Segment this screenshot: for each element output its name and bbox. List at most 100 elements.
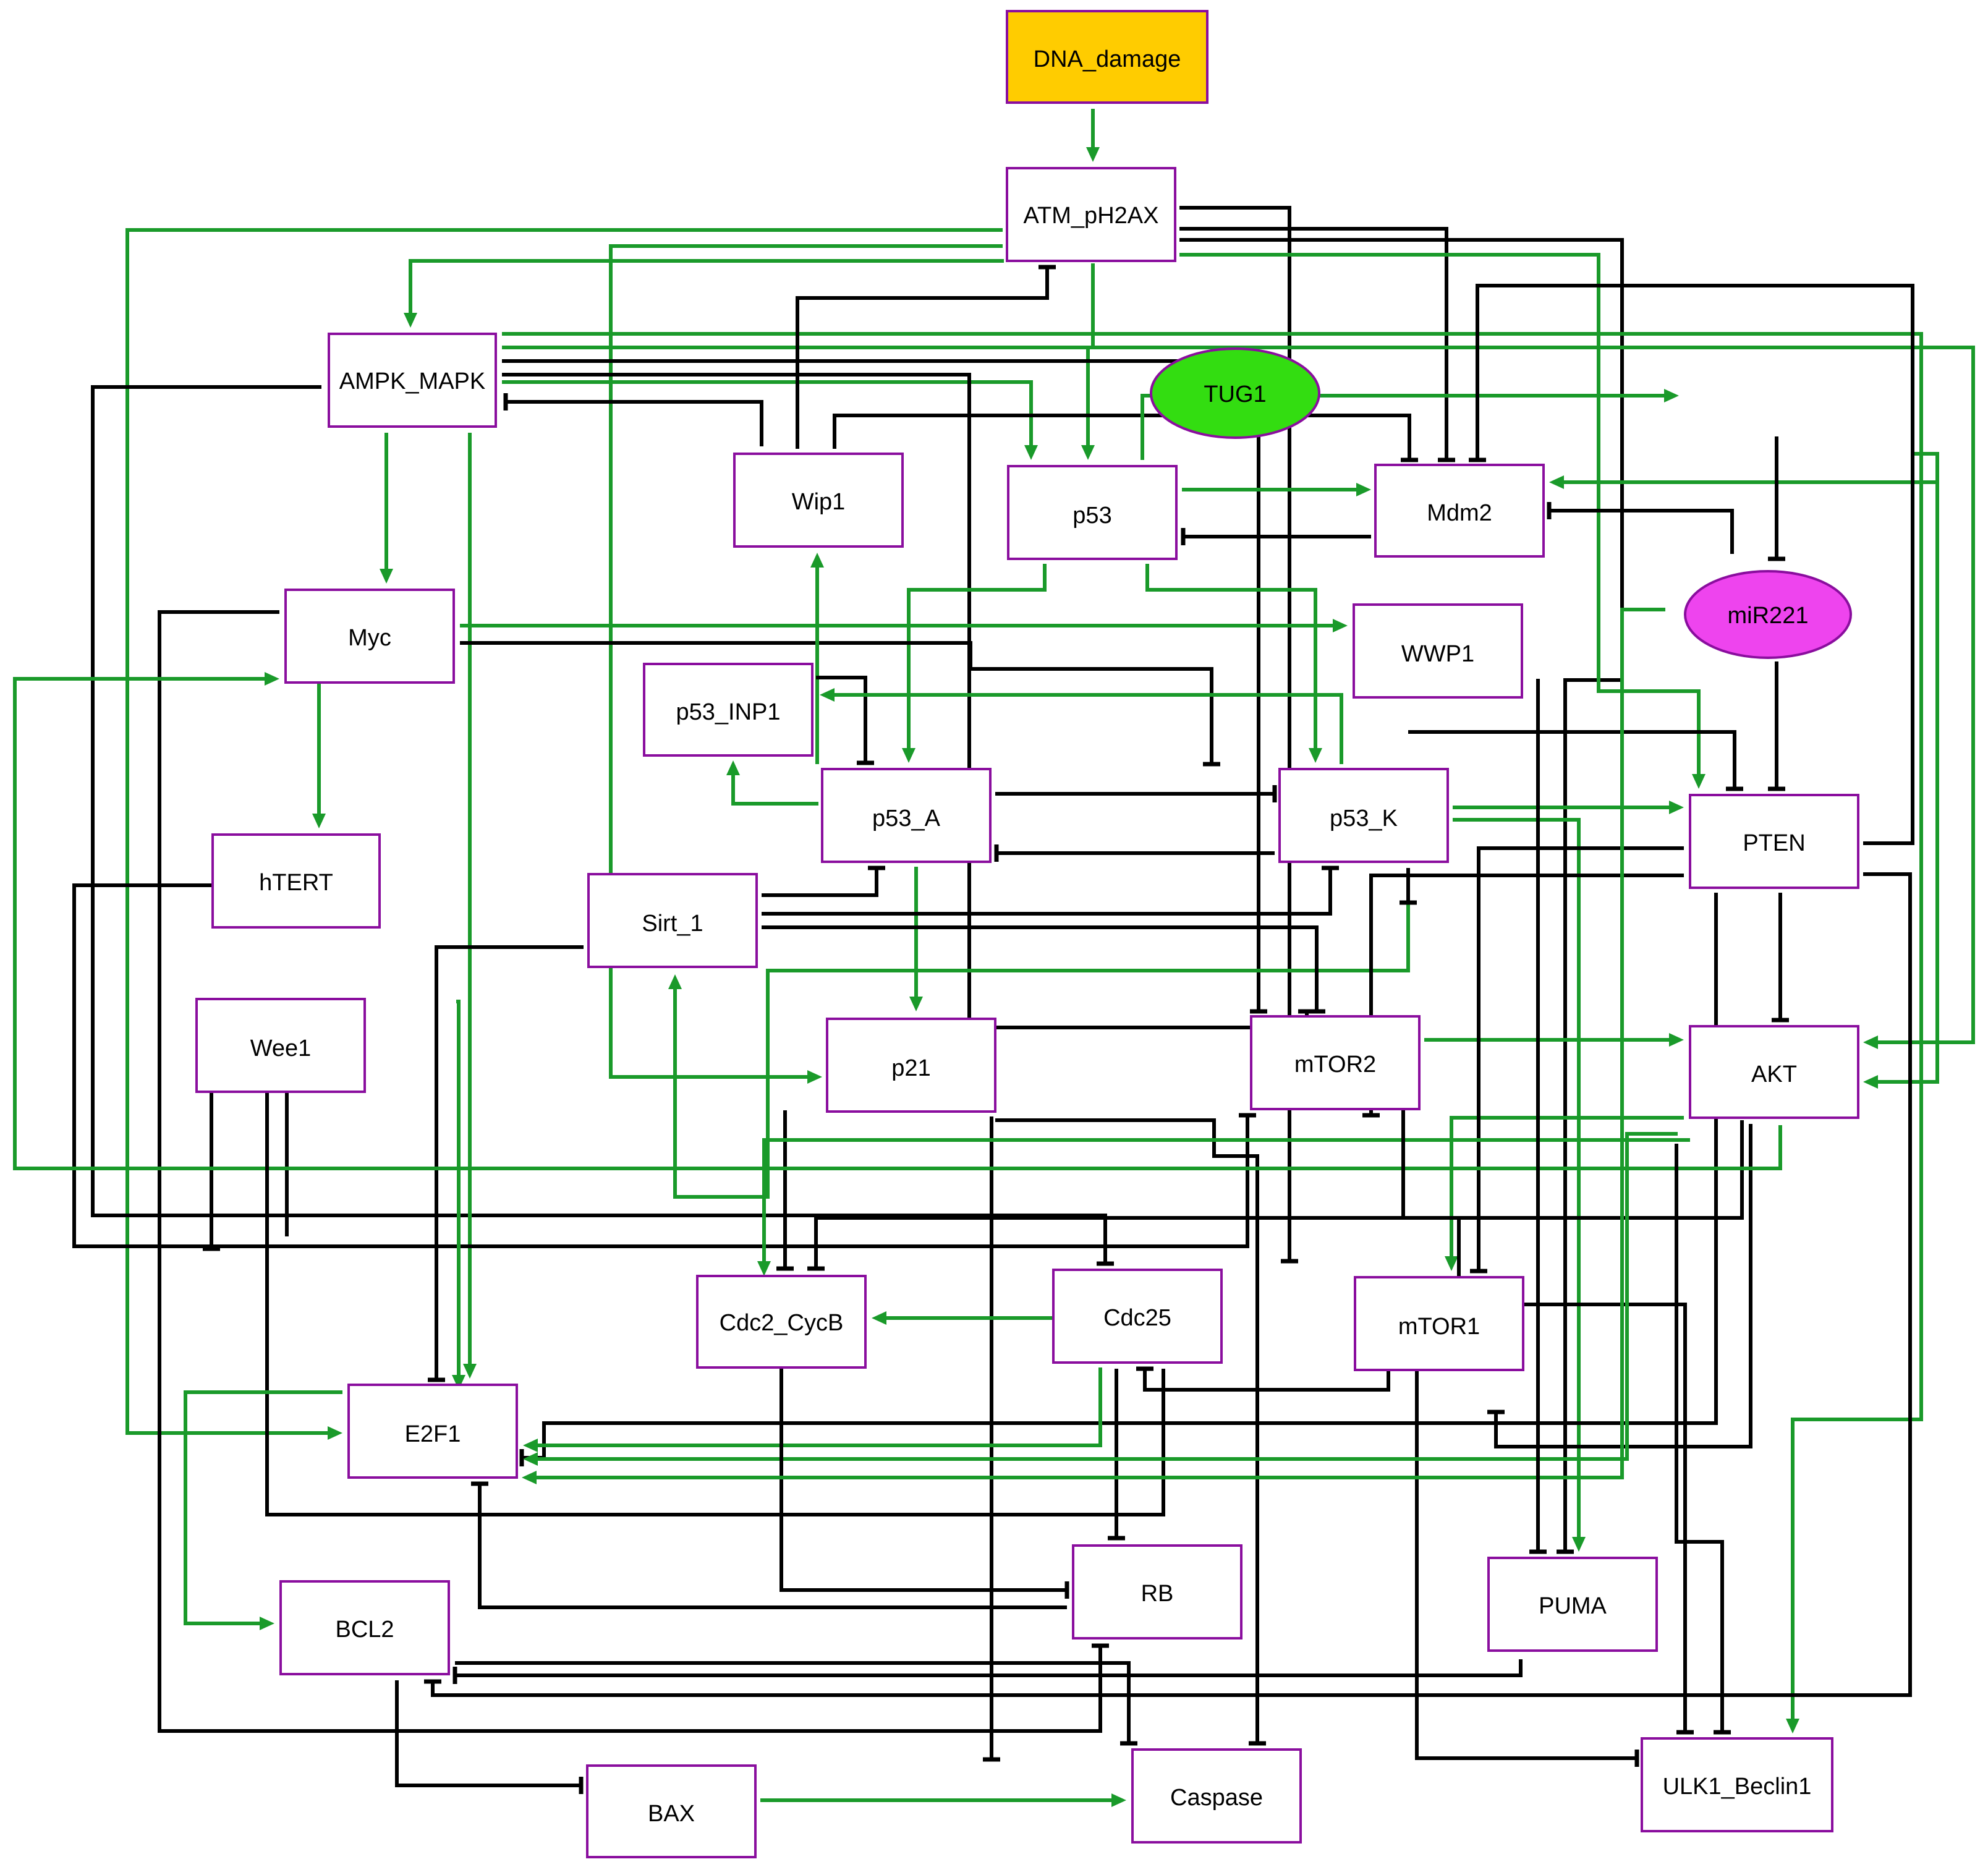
activation-edge bbox=[456, 1000, 461, 1379]
activation-edge bbox=[1874, 452, 1939, 1084]
arrowhead bbox=[909, 997, 923, 1011]
node-label: Caspase bbox=[1170, 1785, 1263, 1811]
arrowhead bbox=[463, 1364, 477, 1379]
node-e2f1[interactable]: E2F1 bbox=[347, 1384, 518, 1479]
activation-edge bbox=[534, 1132, 1678, 1461]
arrowhead bbox=[757, 1261, 771, 1276]
activation-edge bbox=[673, 868, 1410, 1199]
node-label: Myc bbox=[348, 625, 391, 651]
activation-edge bbox=[409, 259, 1004, 317]
activation-edge bbox=[125, 228, 1003, 1435]
inhibition-edge bbox=[779, 1367, 1067, 1592]
inhibition-edge bbox=[478, 1484, 1067, 1609]
node-akt[interactable]: AKT bbox=[1689, 1025, 1859, 1119]
arrowhead bbox=[312, 814, 326, 828]
node-dna-damage[interactable]: DNA_damage bbox=[1006, 10, 1209, 104]
inhibition-edge bbox=[395, 1680, 581, 1787]
node-p53inp1[interactable]: p53_INP1 bbox=[643, 663, 813, 757]
node-p53a[interactable]: p53_A bbox=[821, 768, 992, 863]
arrowhead bbox=[807, 1070, 822, 1084]
arrowhead bbox=[452, 1375, 465, 1390]
node-mir221[interactable]: miR221 bbox=[1684, 570, 1852, 659]
node-wwp1[interactable]: WWP1 bbox=[1353, 603, 1523, 699]
inhibition-edge bbox=[455, 1661, 1131, 1743]
arrowhead bbox=[1333, 619, 1348, 632]
node-label: Wee1 bbox=[250, 1036, 312, 1061]
node-cdc25[interactable]: Cdc25 bbox=[1052, 1269, 1223, 1364]
activation-edge bbox=[1145, 564, 1317, 752]
inhibition-edge bbox=[762, 925, 1319, 1011]
arrowhead bbox=[1549, 475, 1564, 489]
node-label: DNA_damage bbox=[1034, 46, 1181, 72]
inhibition-edge bbox=[460, 641, 1213, 764]
node-mdm2[interactable]: Mdm2 bbox=[1374, 464, 1545, 558]
node-puma[interactable]: PUMA bbox=[1487, 1557, 1658, 1652]
inhibition-edge bbox=[1408, 730, 1736, 789]
inhibition-edge bbox=[1179, 206, 1291, 1261]
node-atm[interactable]: ATM_pH2AX bbox=[1006, 167, 1176, 262]
node-label: AMPK_MAPK bbox=[339, 368, 486, 394]
node-p53[interactable]: p53 bbox=[1007, 465, 1178, 560]
node-label: PTEN bbox=[1743, 830, 1805, 856]
node-label: E2F1 bbox=[405, 1421, 461, 1447]
node-label: WWP1 bbox=[1401, 641, 1474, 667]
arrowhead bbox=[265, 672, 279, 686]
arrowhead bbox=[1863, 1036, 1878, 1049]
arrowhead bbox=[1863, 1075, 1878, 1089]
node-label: p53_K bbox=[1330, 806, 1398, 831]
node-caspase[interactable]: Caspase bbox=[1131, 1748, 1302, 1844]
node-p53k[interactable]: p53_K bbox=[1278, 768, 1449, 863]
edge-layer bbox=[13, 109, 1975, 1807]
inhibition-edge bbox=[1415, 1370, 1637, 1760]
arrowhead bbox=[726, 760, 740, 775]
inhibition-edge bbox=[91, 385, 1107, 1264]
arrowhead bbox=[1081, 445, 1095, 460]
node-label: PUMA bbox=[1539, 1593, 1607, 1619]
node-wip1[interactable]: Wip1 bbox=[733, 453, 904, 548]
activation-edge bbox=[907, 564, 1047, 752]
node-myc[interactable]: Myc bbox=[284, 589, 455, 684]
node-sirt1[interactable]: Sirt_1 bbox=[587, 873, 758, 968]
activation-edge bbox=[534, 1367, 1102, 1447]
arrowhead bbox=[1024, 445, 1038, 460]
arrowhead bbox=[1445, 1256, 1458, 1271]
node-cdc2[interactable]: Cdc2_CycB bbox=[696, 1275, 867, 1369]
arrowhead bbox=[380, 569, 393, 584]
arrowhead bbox=[872, 1311, 886, 1325]
inhibition-edge bbox=[158, 610, 1102, 1733]
arrowhead bbox=[1572, 1537, 1586, 1552]
inhibition-edge bbox=[1477, 846, 1684, 1271]
node-ampk[interactable]: AMPK_MAPK bbox=[328, 333, 497, 428]
arrowhead bbox=[523, 1439, 538, 1452]
node-label: Cdc2_CycB bbox=[720, 1310, 844, 1336]
arrowhead bbox=[260, 1617, 274, 1630]
inhibition-edge bbox=[762, 868, 878, 897]
node-p21[interactable]: p21 bbox=[826, 1018, 996, 1113]
node-label: p53 bbox=[1073, 503, 1111, 529]
node-pten[interactable]: PTEN bbox=[1689, 794, 1859, 889]
node-label: TUG1 bbox=[1204, 381, 1266, 407]
activation-edge bbox=[533, 608, 1665, 1479]
node-ulk1[interactable]: ULK1_Beclin1 bbox=[1641, 1737, 1833, 1832]
inhibition-edge bbox=[210, 1080, 289, 1249]
node-rb[interactable]: RB bbox=[1072, 1544, 1242, 1639]
inhibition-edge bbox=[455, 1659, 1523, 1677]
node-tug1[interactable]: TUG1 bbox=[1150, 347, 1320, 439]
arrowhead bbox=[523, 1452, 538, 1466]
inhibition-edge bbox=[1476, 284, 1914, 845]
node-mtor2[interactable]: mTOR2 bbox=[1250, 1015, 1421, 1110]
inhibition-edge bbox=[816, 676, 867, 763]
node-label: Wip1 bbox=[792, 489, 846, 515]
node-htert[interactable]: hTERT bbox=[211, 833, 381, 929]
inhibition-edge bbox=[435, 945, 584, 1380]
inhibition-edge bbox=[796, 267, 1049, 449]
node-bax[interactable]: BAX bbox=[586, 1764, 757, 1858]
node-bcl2[interactable]: BCL2 bbox=[279, 1580, 450, 1675]
node-mtor1[interactable]: mTOR1 bbox=[1354, 1276, 1524, 1371]
activation-edge bbox=[13, 677, 1782, 1170]
activation-edge bbox=[831, 693, 1343, 764]
arrowhead bbox=[1786, 1719, 1799, 1733]
node-wee1[interactable]: Wee1 bbox=[195, 998, 366, 1093]
activation-edge bbox=[1086, 263, 1095, 449]
activation-edge bbox=[1179, 253, 1701, 778]
